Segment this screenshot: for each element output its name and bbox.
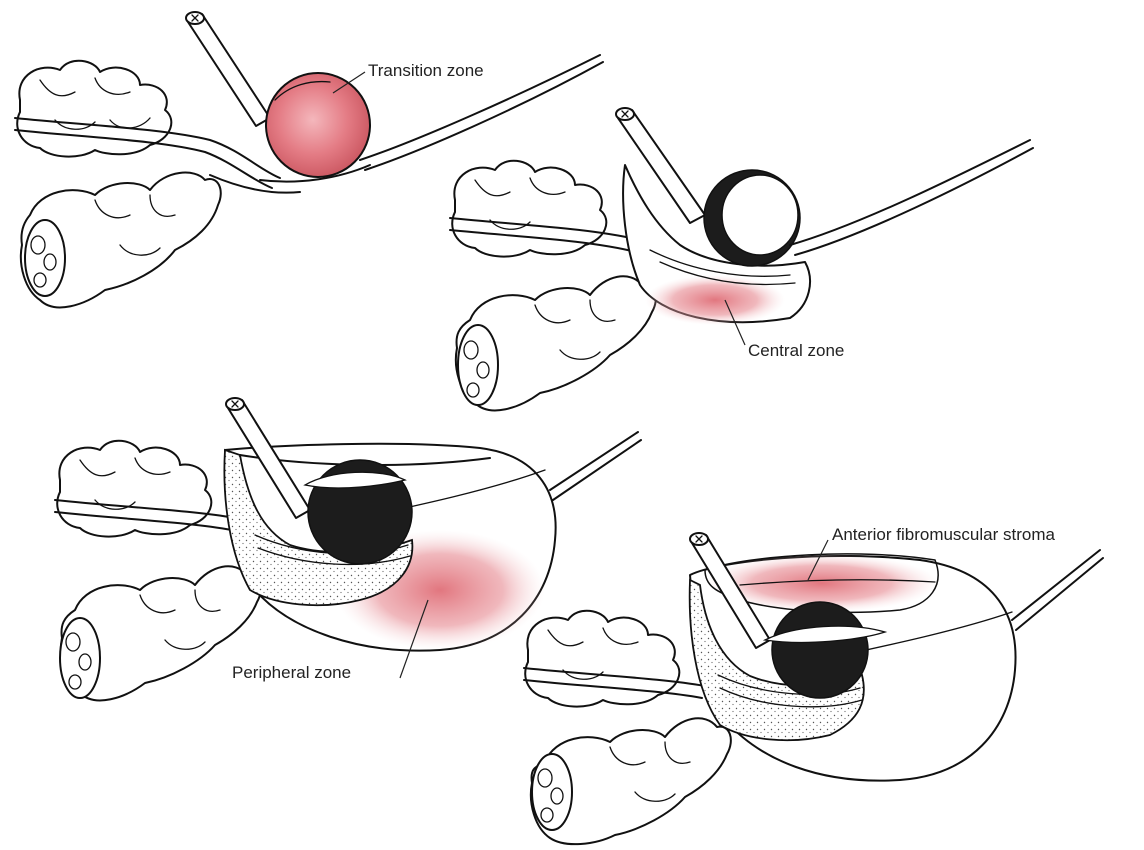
- urethra-stem: [186, 12, 270, 126]
- panel-central-zone: Central zone: [450, 108, 1033, 410]
- label-anterior-fibromuscular-stroma: Anterior fibromuscular stroma: [832, 525, 1056, 544]
- ampulla: [21, 173, 221, 308]
- label-transition-zone: Transition zone: [368, 61, 484, 80]
- ampulla: [456, 276, 656, 410]
- ampulla: [531, 718, 731, 844]
- seminal-vesicle: [57, 441, 211, 537]
- label-central-zone: Central zone: [748, 341, 844, 360]
- ampulla: [60, 566, 261, 700]
- transition-zone-highlight: [266, 73, 370, 177]
- central-zone-highlight: [645, 275, 785, 325]
- label-peripheral-zone: Peripheral zone: [232, 663, 351, 682]
- panel-anterior-fibromuscular-stroma: Anterior fibromuscular stroma: [524, 525, 1103, 844]
